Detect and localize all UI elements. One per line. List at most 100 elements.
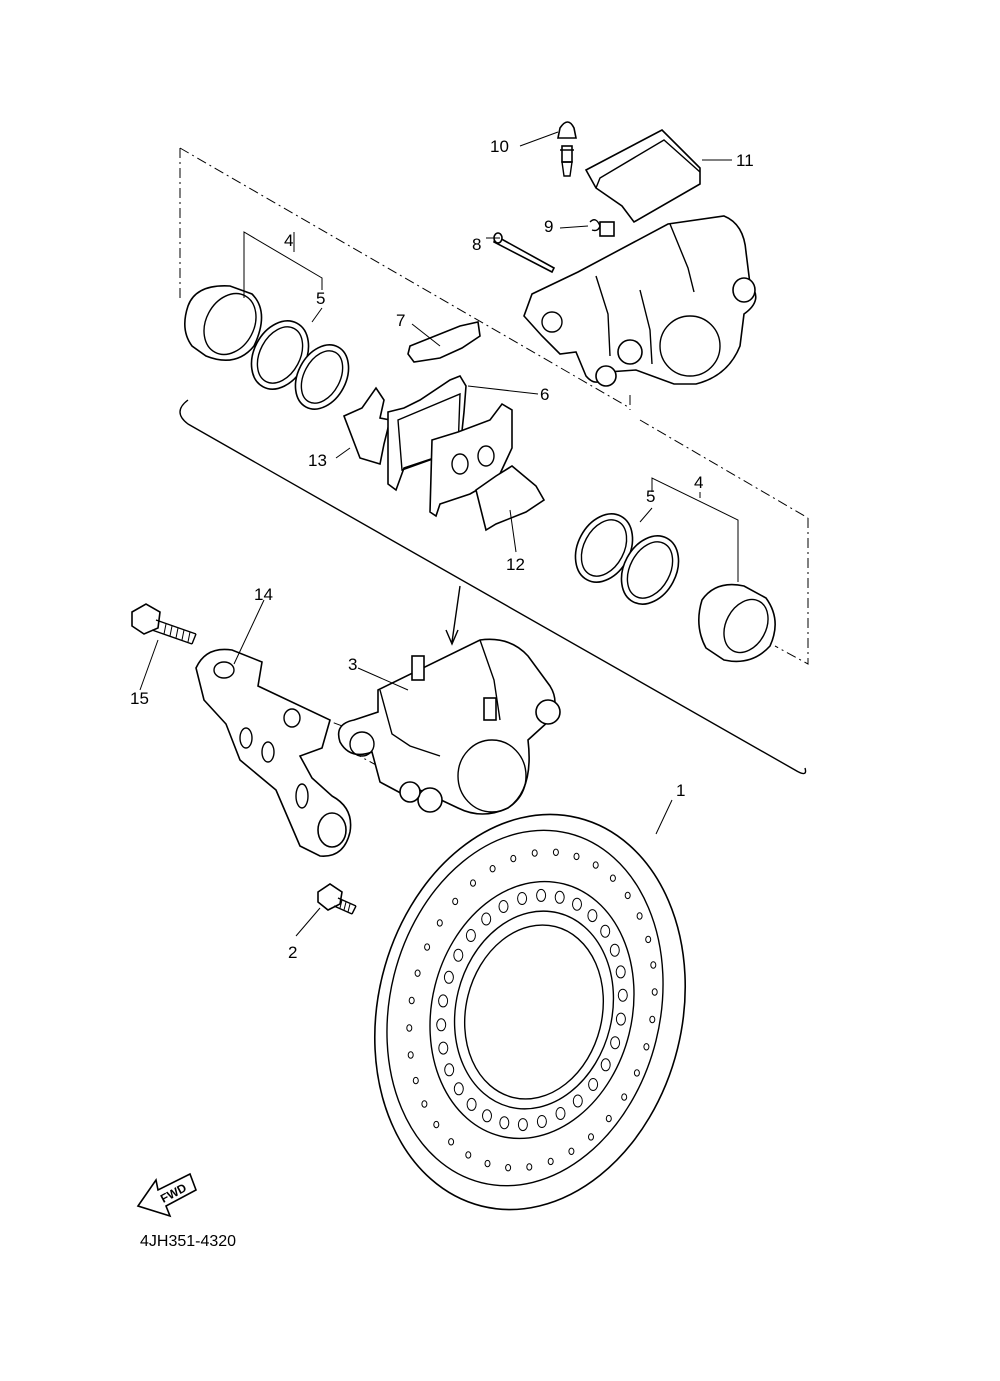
label-1: 1	[676, 781, 685, 800]
disc-hole	[510, 854, 517, 863]
label-10: 10	[490, 137, 509, 156]
disc-hole	[536, 888, 547, 902]
caliper-bracket	[195, 648, 352, 857]
disc-hole	[470, 879, 476, 887]
assembly-arrow	[445, 585, 461, 646]
disc-hole	[465, 1151, 472, 1159]
brake-disc	[373, 813, 687, 1211]
label-2: 2	[288, 943, 297, 962]
label-13: 13	[308, 451, 327, 470]
disc-hole	[536, 1115, 547, 1128]
disc-hole	[615, 965, 626, 979]
pad-spring	[407, 321, 481, 363]
label-11: 11	[736, 151, 754, 170]
piston-left	[184, 285, 263, 362]
disc-hole	[465, 929, 476, 942]
disc-hole	[587, 909, 598, 923]
disc-hole	[484, 1159, 491, 1168]
label-7: 7	[396, 311, 405, 330]
disc-hole	[421, 1100, 428, 1108]
bleed-screw	[557, 121, 577, 177]
label-15: 15	[130, 689, 149, 708]
disc-hole	[588, 1078, 599, 1091]
disc-hole	[443, 970, 454, 984]
label-6: 6	[540, 385, 549, 404]
disc-hole	[526, 1163, 533, 1171]
disc-hole	[489, 865, 496, 873]
disc-hole	[414, 969, 421, 977]
disc-hole	[466, 1097, 477, 1111]
label-4-left: 4	[284, 231, 293, 250]
label-12: 12	[506, 555, 525, 574]
disc-hole	[453, 948, 464, 962]
disc-hole	[573, 852, 580, 861]
disc-hole	[600, 1058, 611, 1072]
disc-hole	[444, 1063, 455, 1077]
disc-hole	[649, 1015, 656, 1024]
disc-hole	[609, 943, 620, 957]
disc-hole	[572, 1094, 583, 1108]
disc-hole	[572, 897, 582, 911]
disc-hole	[436, 1018, 447, 1032]
disc-hole	[617, 988, 628, 1002]
disc-hole	[517, 892, 528, 905]
disc-hole	[433, 1120, 440, 1129]
caliper-body-exploded	[523, 215, 757, 387]
leader-lines	[139, 131, 739, 937]
diagram-code: 4JH351-4320	[140, 1233, 236, 1250]
bracket-bolt	[131, 603, 197, 645]
disc-hole	[448, 1138, 455, 1146]
pad-pin	[493, 232, 556, 274]
label-5-left: 5	[316, 289, 325, 308]
disc-hole	[651, 988, 658, 996]
disc-hole	[438, 994, 449, 1008]
group-bracket	[179, 399, 807, 775]
seals-right	[574, 513, 680, 605]
disc-hole	[505, 1164, 512, 1172]
disc-hole	[636, 912, 643, 920]
caliper-assembly	[337, 638, 561, 815]
disc-hole	[452, 897, 459, 906]
disc-hole	[531, 849, 538, 857]
label-14: 14	[254, 585, 273, 604]
disc-hole	[552, 848, 559, 856]
label-8: 8	[472, 235, 481, 254]
disc-hole	[555, 1107, 566, 1120]
disc-hole	[438, 1041, 449, 1055]
disc-hole	[588, 1133, 594, 1141]
disc-hole	[453, 1082, 464, 1096]
disc-hole	[645, 935, 652, 944]
pad-cover	[584, 129, 701, 224]
label-5-right: 5	[646, 487, 655, 506]
label-4-right: 4	[694, 473, 703, 492]
pad-clip	[589, 219, 601, 232]
disc-hole	[412, 1076, 419, 1085]
disc-hole	[424, 943, 431, 951]
disc-hole	[609, 874, 616, 882]
disc-hole	[615, 1012, 626, 1026]
disc-hole	[547, 1157, 554, 1166]
part-labels: 1 2 3 4 4 5 5 6 7 8 9 10 11 12 13 14 15	[130, 137, 754, 962]
disc-hole	[643, 1043, 650, 1051]
disc-bolt	[317, 883, 357, 915]
disc-hole	[482, 1109, 492, 1123]
disc-hole	[605, 1114, 612, 1123]
disc-hole	[600, 924, 611, 938]
disc-hole	[650, 961, 657, 969]
disc-hole	[610, 1036, 621, 1050]
disc-hole	[517, 1118, 528, 1132]
disc-hole	[568, 1147, 575, 1156]
disc-hole	[621, 1093, 628, 1101]
fwd-arrow-icon: FWD	[136, 1172, 197, 1218]
disc-hole	[436, 919, 443, 927]
pad-shim-left	[342, 386, 391, 466]
disc-hole	[407, 1051, 414, 1059]
disc-hole	[406, 1024, 413, 1032]
disc-hole	[592, 861, 599, 869]
disc-hole	[498, 900, 509, 913]
disc-hole	[624, 891, 631, 900]
disc-hole	[633, 1069, 640, 1077]
disc-hole	[408, 996, 415, 1005]
disc-hole	[499, 1116, 510, 1130]
